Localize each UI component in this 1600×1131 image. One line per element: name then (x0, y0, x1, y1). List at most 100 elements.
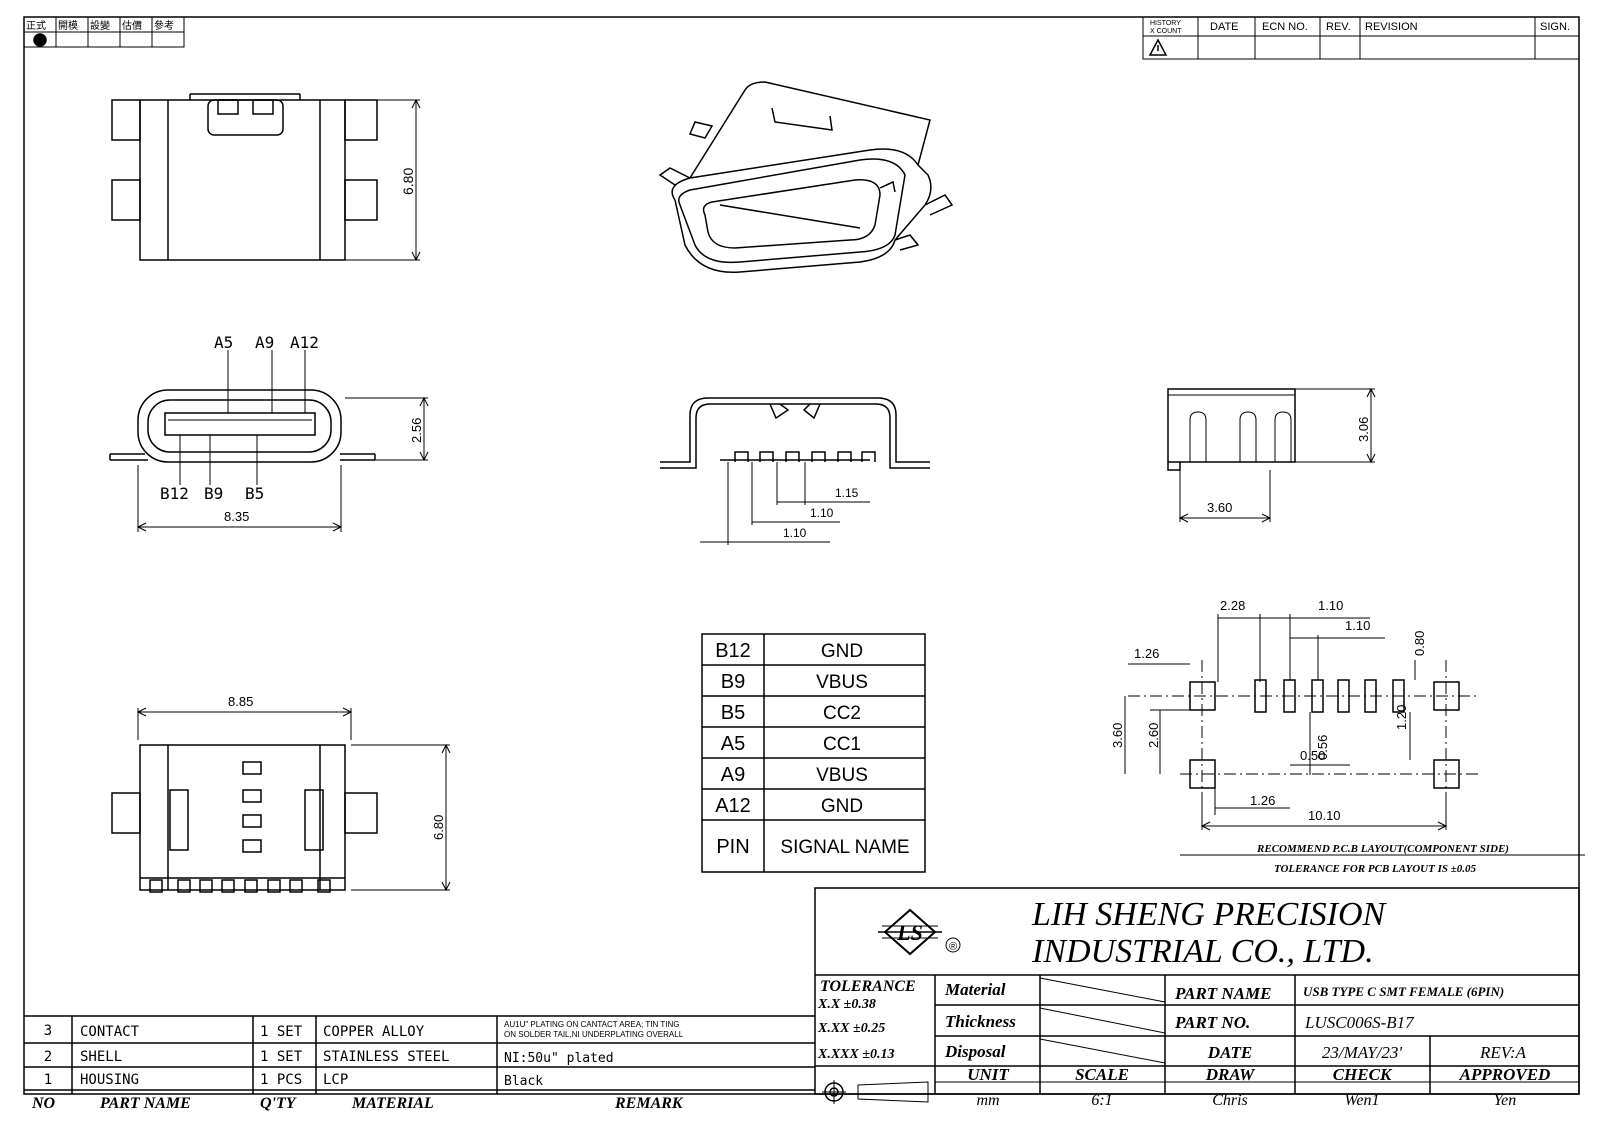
bom-remark: ON SOLDER TAIL,NI UNDERPLATING OVERALL (504, 1030, 684, 1039)
xcount-label: X COUNT (1150, 28, 1182, 35)
disposal-label: Disposal (944, 1042, 1006, 1061)
bom-header-no: NO (31, 1095, 56, 1112)
thickness-label: Thickness (945, 1012, 1016, 1031)
tolerance-xxx: X.XXX ±0.13 (817, 1047, 895, 1062)
tolerance-label: TOLERANCE (820, 978, 916, 995)
draw-label: DRAW (1205, 1065, 1256, 1084)
pin-label-b12: B12 (160, 484, 189, 503)
pin-cell: A9 (721, 764, 745, 786)
top-view: 6.80 (111, 93, 421, 262)
signal-cell: GND (821, 641, 863, 662)
date-header: DATE (1210, 21, 1239, 33)
date-label: DATE (1207, 1043, 1252, 1062)
bom-part-name: CONTACT (80, 1024, 140, 1040)
dim-side-width: 3.60 (1207, 500, 1232, 515)
dim-bottom-width: 8.85 (228, 694, 253, 709)
pcb-caption-1: RECOMMEND P.C.B LAYOUT(COMPONENT SIDE) (1256, 843, 1509, 855)
rev-header: REV. (1326, 21, 1351, 33)
status-cells: 正式 開模 設變 估價 參考 (23, 16, 185, 48)
bom-part-name: SHELL (80, 1049, 122, 1065)
dim-pcb-056: 0.56 (1315, 735, 1330, 760)
bom-remark: NI:50u" plated (504, 1051, 614, 1066)
pin-label-b9: B9 (204, 484, 223, 503)
bom-material: STAINLESS STEEL (323, 1049, 449, 1065)
front-view: A5 A9 A12 B12 B9 B5 8.35 2.56 (109, 333, 429, 532)
bom-table: 3 CONTACT 1 SET COPPER ALLOY AU1U" PLATI… (24, 1015, 815, 1112)
pin-cell: B9 (721, 671, 745, 693)
registered-mark: ® (949, 941, 957, 953)
pin-cell: A5 (721, 733, 745, 755)
dim-pcb-120: 1.20 (1394, 705, 1409, 730)
draw-value: Chris (1212, 1092, 1248, 1109)
bom-part-name: HOUSING (80, 1072, 139, 1088)
unit-value: mm (976, 1092, 999, 1109)
company-name-line1: LIH SHENG PRECISION (1031, 896, 1388, 933)
dim-pcb-110a: 1.10 (1318, 598, 1343, 613)
bom-header-qty: Q'TY (260, 1095, 297, 1112)
dim-side-height: 3.06 (1356, 417, 1371, 442)
date-value: 23/MAY/23' (1322, 1043, 1403, 1062)
dim-bottom-height: 6.80 (431, 815, 446, 840)
signal-cell: CC1 (823, 734, 861, 755)
dim-pitch-2: 1.10 (810, 506, 834, 520)
check-label: CHECK (1333, 1065, 1393, 1084)
signal-cell: CC2 (823, 703, 861, 724)
approved-value: Yen (1494, 1092, 1517, 1109)
cell-label: 估價 (122, 19, 142, 32)
dim-front-height: 2.56 (409, 418, 424, 443)
sign-header: SIGN. (1540, 21, 1570, 33)
part-no-value: LUSC006S-B17 (1304, 1013, 1415, 1032)
signal-header: SIGNAL NAME (780, 837, 909, 858)
cell-label: 開模 (58, 20, 78, 32)
dim-pcb-110b: 1.10 (1345, 618, 1370, 633)
dim-top-height: 6.80 (400, 168, 416, 195)
bom-material: COPPER ALLOY (323, 1024, 425, 1040)
bom-no: 1 (44, 1072, 52, 1088)
pin-label-b5: B5 (245, 484, 264, 503)
title-block: LS ® LIH SHENG PRECISION INDUSTRIAL CO.,… (814, 887, 1580, 1109)
history-label: HISTORY (1150, 20, 1181, 27)
dim-pcb-050: 0.50 (1300, 748, 1325, 763)
pcb-caption-2: TOLERANCE FOR PCB LAYOUT IS ±0.05 (1274, 863, 1477, 875)
dim-pcb-360: 3.60 (1110, 723, 1125, 748)
history-table: HISTORY X COUNT DATE ECN NO. REV. REVISI… (1142, 16, 1580, 60)
bom-qty: 1 SET (260, 1024, 303, 1040)
scale-value: 6:1 (1091, 1092, 1112, 1109)
revision-value: REV:A (1479, 1043, 1527, 1062)
ecn-header: ECN NO. (1262, 21, 1308, 33)
bom-header-material: MATERIAL (351, 1095, 434, 1112)
approved-label: APPROVED (1459, 1065, 1551, 1084)
cell-label: 正式 (26, 19, 46, 32)
warning-triangle-icon (1148, 38, 1168, 56)
sheet-border (23, 16, 1580, 1095)
cell-label: 參考 (154, 19, 174, 32)
isometric-view (658, 81, 954, 274)
bom-header-part-name: PART NAME (99, 1095, 191, 1112)
pin-label-a9: A9 (255, 333, 274, 352)
dim-pcb-126b: 1.26 (1250, 793, 1275, 808)
pin-cell: B12 (715, 640, 751, 662)
tolerance-x: X.X ±0.38 (817, 997, 876, 1012)
section-view: 1.15 1.10 1.10 (660, 397, 930, 545)
scale-label: SCALE (1075, 1065, 1129, 1084)
logo-text: LS (896, 920, 923, 945)
dim-pcb-260: 2.60 (1146, 723, 1161, 748)
pin-label-a12: A12 (290, 333, 319, 352)
dim-pcb-080: 0.80 (1412, 631, 1427, 656)
pin-header: PIN (716, 836, 749, 858)
pin-cell: A12 (715, 795, 751, 817)
material-label: Material (944, 980, 1006, 999)
pin-table: B12 GND B9 VBUS B5 CC2 A5 CC1 A9 VBUS A1… (701, 633, 926, 873)
signal-cell: GND (821, 796, 863, 817)
dim-pitch-3: 1.10 (783, 526, 807, 540)
signal-cell: VBUS (816, 672, 868, 693)
side-view: 3.06 3.60 (1167, 387, 1376, 523)
bom-qty: 1 PCS (260, 1072, 302, 1088)
bom-qty: 1 SET (260, 1049, 303, 1065)
dim-pitch-1: 1.15 (835, 486, 859, 500)
dim-pcb-1010: 10.10 (1308, 808, 1341, 823)
status-dot-icon (33, 33, 47, 47)
bom-no: 2 (44, 1049, 52, 1065)
bom-remark: Black (504, 1074, 543, 1089)
